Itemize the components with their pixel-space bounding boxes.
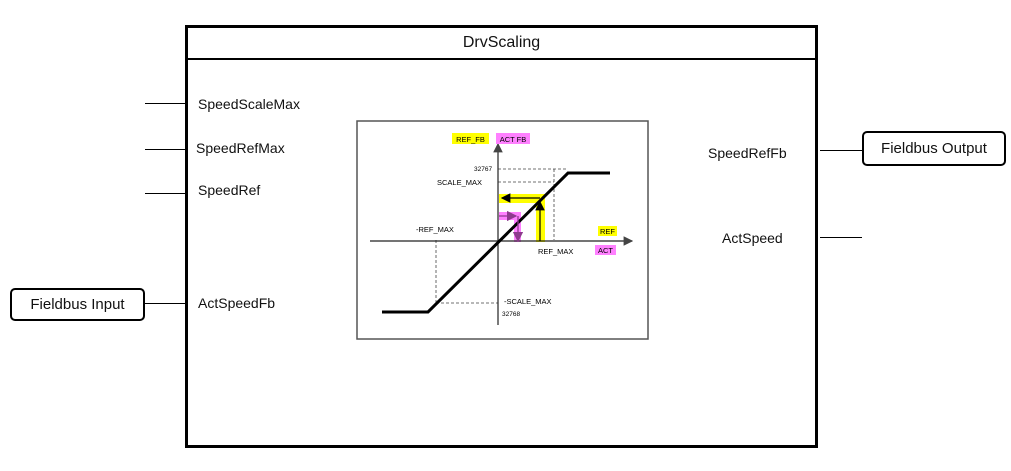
output-label-actspeed: ActSpeed <box>722 230 783 246</box>
input-label-speedref: SpeedRef <box>198 182 261 198</box>
tag-ref-fb-bg <box>452 133 489 144</box>
output-wire-speedreffb <box>820 150 862 151</box>
tag-act: ACT <box>598 246 613 255</box>
input-wire-speedref <box>145 193 185 194</box>
label-neg-scale-max: -SCALE_MAX <box>504 297 552 306</box>
output-wire-actspeed <box>820 237 862 238</box>
input-wire-speedscalemax <box>145 103 185 104</box>
tag-act-fb: ACT FB <box>500 135 527 144</box>
fieldbus-input-box: Fieldbus Input <box>10 288 145 321</box>
fieldbus-output-box: Fieldbus Output <box>862 131 1006 166</box>
tag-act-bg <box>595 245 616 255</box>
input-label-speedrefmax: SpeedRefMax <box>196 140 285 156</box>
input-wire-speedrefmax <box>145 149 185 150</box>
scaling-graph: REF_FB ACT FB REF ACT 32767 SCALE_MAX -R… <box>356 120 649 340</box>
label-ref-max: REF_MAX <box>538 247 573 256</box>
output-label-speedreffb: SpeedRefFb <box>708 145 787 161</box>
tag-ref-bg <box>598 226 617 236</box>
label-min-value: 32768 <box>502 311 520 318</box>
scaling-curve <box>382 171 610 314</box>
tag-ref-fb: REF_FB <box>456 135 485 144</box>
label-scale-max: SCALE_MAX <box>437 178 482 187</box>
label-max-value: 32767 <box>474 166 492 173</box>
block-title: DrvScaling <box>188 28 815 60</box>
label-neg-ref-max: -REF_MAX <box>416 225 454 234</box>
input-wire-actspeedfb <box>145 303 185 304</box>
tag-act-fb-bg <box>496 133 530 144</box>
input-label-speedscalemax: SpeedScaleMax <box>198 96 300 112</box>
input-label-actspeedfb: ActSpeedFb <box>198 295 276 311</box>
tag-ref: REF <box>600 227 615 236</box>
